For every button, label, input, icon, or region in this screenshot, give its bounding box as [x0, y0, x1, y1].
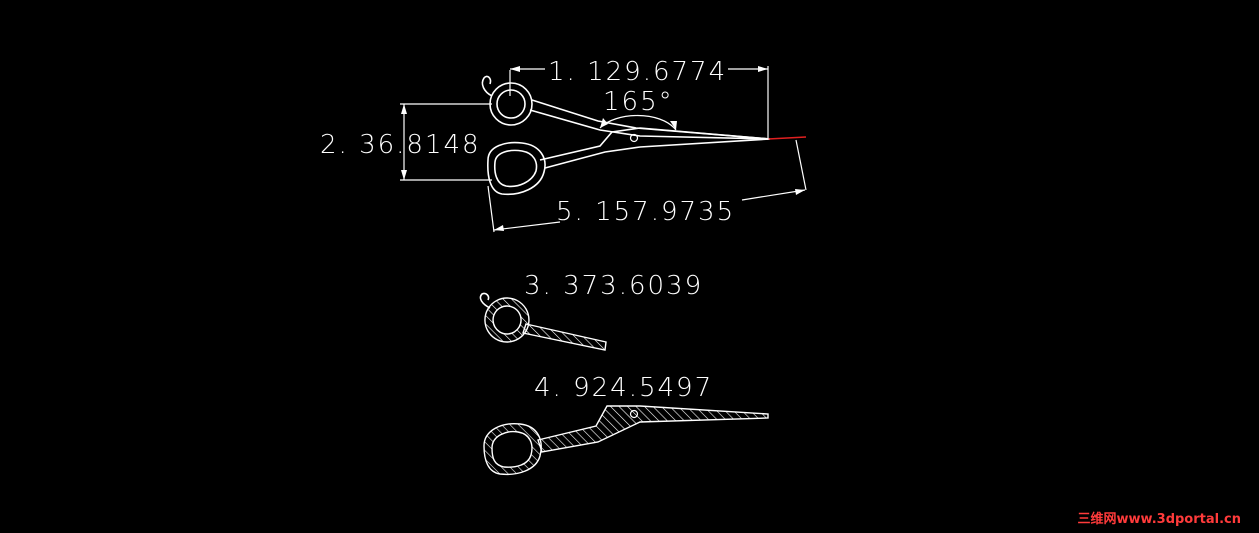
dimension-5: 5. 157.9735 [487, 139, 807, 233]
dimension-2: 2. 36.8148 [320, 103, 492, 181]
upper-ring [481, 75, 533, 126]
pivot-screw [629, 133, 639, 143]
blade-tip-highlight [767, 136, 807, 140]
angle-label: 165° [603, 87, 674, 117]
dimension-1: 1. 129.6774 [509, 57, 769, 140]
angle-dimension: 165° [599, 87, 677, 131]
part-3-hatched-handle: 3. 373.6039 [479, 271, 703, 351]
dimension-2-label: 2. 36.8148 [320, 130, 481, 160]
dimension-4-label: 4. 924.5497 [534, 373, 713, 403]
lower-blade [539, 127, 771, 169]
part-4-hatched-blade: 4. 924.5497 [483, 373, 769, 476]
watermark: 三维网www.3dportal.cn [1077, 512, 1241, 527]
dimension-3-label: 3. 373.6039 [524, 271, 703, 301]
dimension-1-label: 1. 129.6774 [548, 57, 727, 87]
scissors-assembly [481, 75, 807, 196]
lower-ring [487, 141, 546, 196]
dimension-5-label: 5. 157.9735 [556, 197, 735, 227]
